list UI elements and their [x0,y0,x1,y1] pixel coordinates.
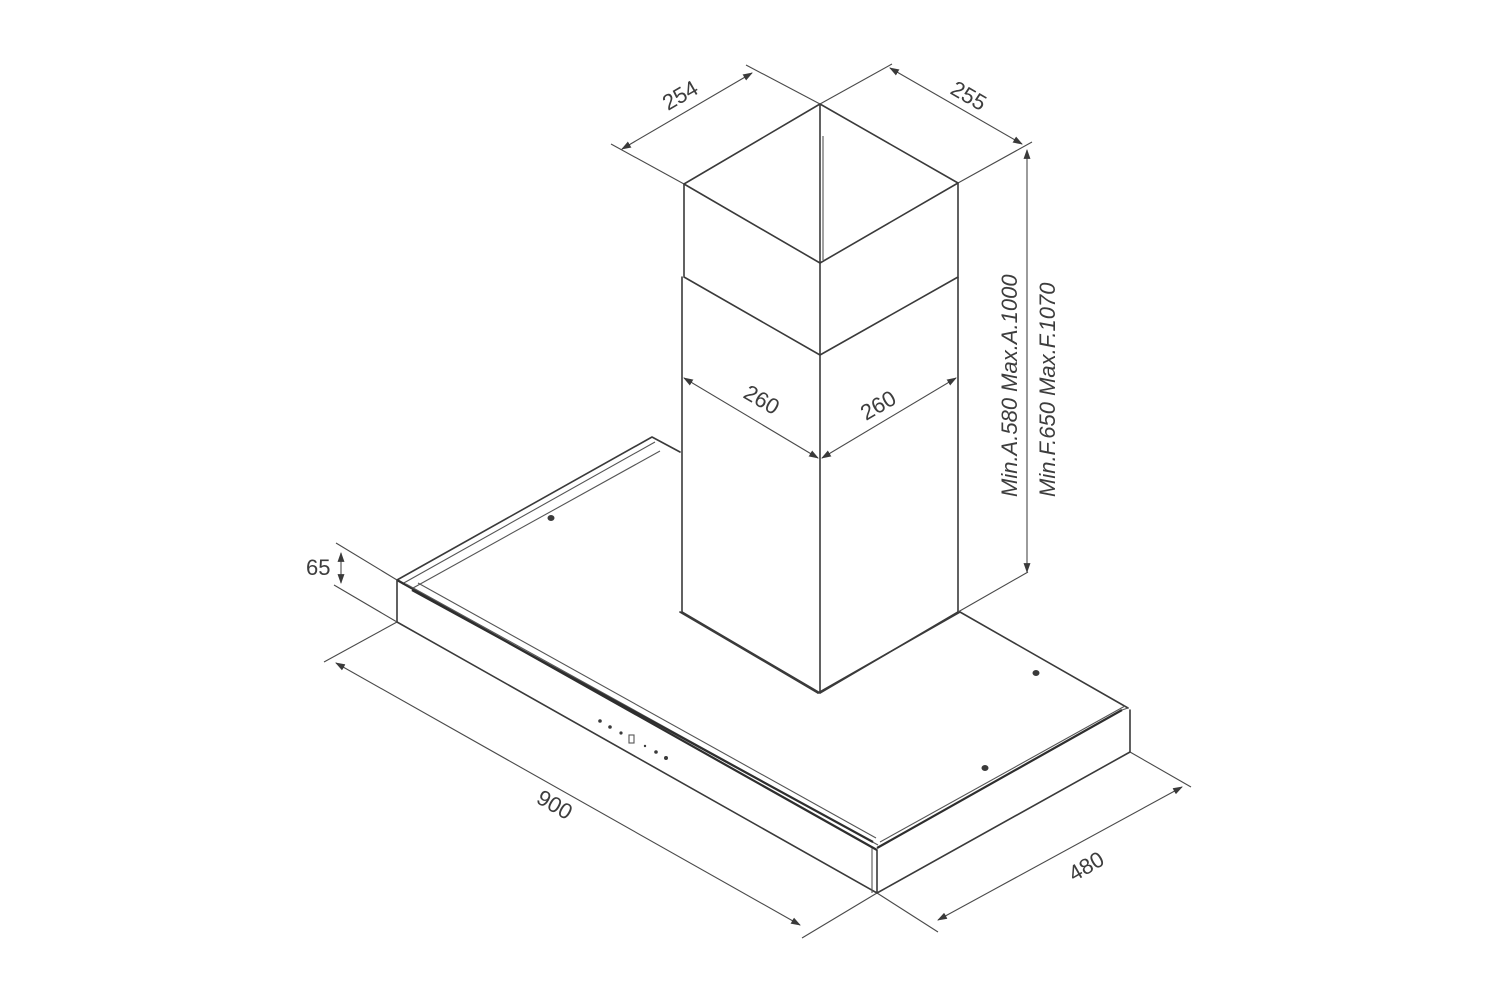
timer-button-icon[interactable] [664,756,668,760]
dim-label-255: 255 [947,76,991,116]
power-button-icon[interactable] [598,719,602,723]
dim-height: Min.A.580 Max.A.1000 Min.F.650 Max.F.107… [957,149,1060,613]
dim-label-900: 900 [533,785,577,825]
screw-icon [1032,670,1040,676]
dim-label-260-left: 260 [740,380,784,420]
dim-canopy-depth: 480 [876,751,1192,933]
canopy [396,436,1131,894]
dim-chimney-lower-left: 260 [683,377,819,459]
speed-button-icon[interactable] [619,731,623,735]
dim-label-65: 65 [306,555,330,580]
screw-icon [547,515,555,521]
dim-label-254: 254 [658,75,702,115]
dim-label-height-f: Min.F.650 Max.F.1070 [1035,282,1060,497]
screw-icon [981,765,989,771]
dim-label-260-right: 260 [856,385,900,425]
dim-canopy-thickness: 65 [306,542,398,623]
chimney [681,103,959,694]
plus-button-icon[interactable] [654,750,658,754]
dim-label-480: 480 [1064,846,1108,886]
dim-label-height-a: Min.A.580 Max.A.1000 [997,274,1022,497]
dim-chimney-lower-right: 260 [821,377,957,459]
minus-button-icon[interactable] [643,744,647,748]
light-button-icon[interactable] [608,725,612,729]
display-icon [628,734,635,744]
dim-canopy-width: 900 [323,621,878,939]
